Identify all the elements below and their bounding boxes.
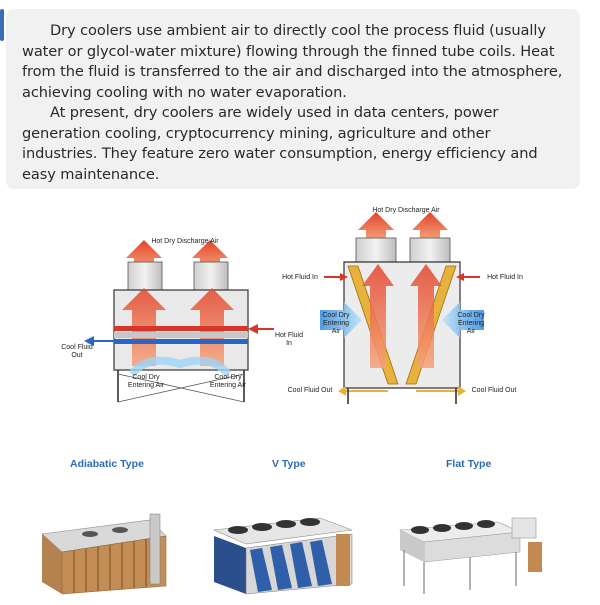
v-hot-air-arrow-2 bbox=[410, 264, 442, 368]
v-type-product-image bbox=[212, 517, 353, 595]
left-cool-fluid-out-label: Cool Fluid Out bbox=[61, 344, 93, 359]
right-hot-fluid-in-right-label: Hot Fluid In bbox=[487, 274, 523, 281]
left-entering-air-label-1: Cool Dry Entering Air bbox=[127, 374, 165, 389]
fan-housing-1 bbox=[127, 261, 163, 293]
right-diagram bbox=[320, 212, 484, 404]
right-cool-fluid-out-right-label: Cool Fluid Out bbox=[471, 387, 517, 394]
diagrams-svg bbox=[84, 212, 484, 404]
cool-air-flow bbox=[128, 356, 232, 377]
left-entering-air-label-2: Cool Dry Entering Air bbox=[209, 374, 247, 389]
product-images bbox=[0, 490, 600, 600]
v-cool-fluid-out-right-arrow bbox=[416, 386, 466, 396]
right-entering-air-left-label: Cool Dry Entering Air bbox=[322, 312, 350, 335]
hot-fluid-in-arrow bbox=[248, 324, 274, 334]
v-fan-housing-1 bbox=[355, 237, 397, 263]
v-fan-housing-2 bbox=[409, 237, 451, 263]
adiabatic-product-image bbox=[41, 513, 167, 595]
left-discharge-label: Hot Dry Discharge Air bbox=[151, 238, 219, 245]
v-cool-fluid-out-left-arrow bbox=[338, 386, 388, 396]
v-discharge-arrow-left bbox=[358, 212, 394, 240]
right-cool-fluid-out-left-label: Cool Fluid Out bbox=[287, 387, 333, 394]
left-hot-fluid-in-label: Hot Fluid In bbox=[274, 332, 303, 347]
right-hot-fluid-in-left-label: Hot Fluid In bbox=[282, 274, 318, 281]
fan-housing-2 bbox=[193, 261, 229, 293]
v-type-label: V Type bbox=[272, 458, 306, 470]
coil-fins bbox=[114, 332, 248, 338]
flat-type-product-image bbox=[398, 517, 542, 594]
left-diagram bbox=[84, 240, 274, 403]
v-cool-air-arrow-right bbox=[442, 302, 484, 338]
accent-bar bbox=[0, 9, 4, 41]
adiabatic-type-label: Adiabatic Type bbox=[70, 458, 144, 470]
cool-fluid-out-arrow bbox=[84, 336, 114, 346]
coil-cool-pipe bbox=[114, 339, 248, 344]
v-discharge-arrow-right bbox=[412, 212, 448, 240]
intro-text-card: Dry coolers use ambient air to directly … bbox=[6, 9, 580, 189]
flat-type-label: Flat Type bbox=[446, 458, 492, 470]
right-entering-air-right-label: Cool Dry Entering Air bbox=[457, 312, 485, 335]
v-hot-fluid-in-left-arrow bbox=[324, 273, 348, 281]
v-hot-air-arrow-1 bbox=[362, 264, 394, 368]
intro-paragraph-1: Dry coolers use ambient air to directly … bbox=[22, 22, 563, 101]
brace-2 bbox=[117, 373, 245, 403]
dry-cooler-diagrams: Hot Dry Discharge Air Cool Fluid Out Hot… bbox=[48, 198, 532, 420]
products-svg bbox=[41, 513, 542, 595]
right-discharge-label: Hot Dry Discharge Air bbox=[372, 207, 440, 214]
coil-hot-pipe bbox=[114, 326, 248, 331]
v-hot-fluid-in-right-arrow bbox=[456, 273, 480, 281]
v-cool-air-arrow-left bbox=[320, 302, 362, 338]
intro-paragraph-2: At present, dry coolers are widely used … bbox=[22, 104, 538, 183]
